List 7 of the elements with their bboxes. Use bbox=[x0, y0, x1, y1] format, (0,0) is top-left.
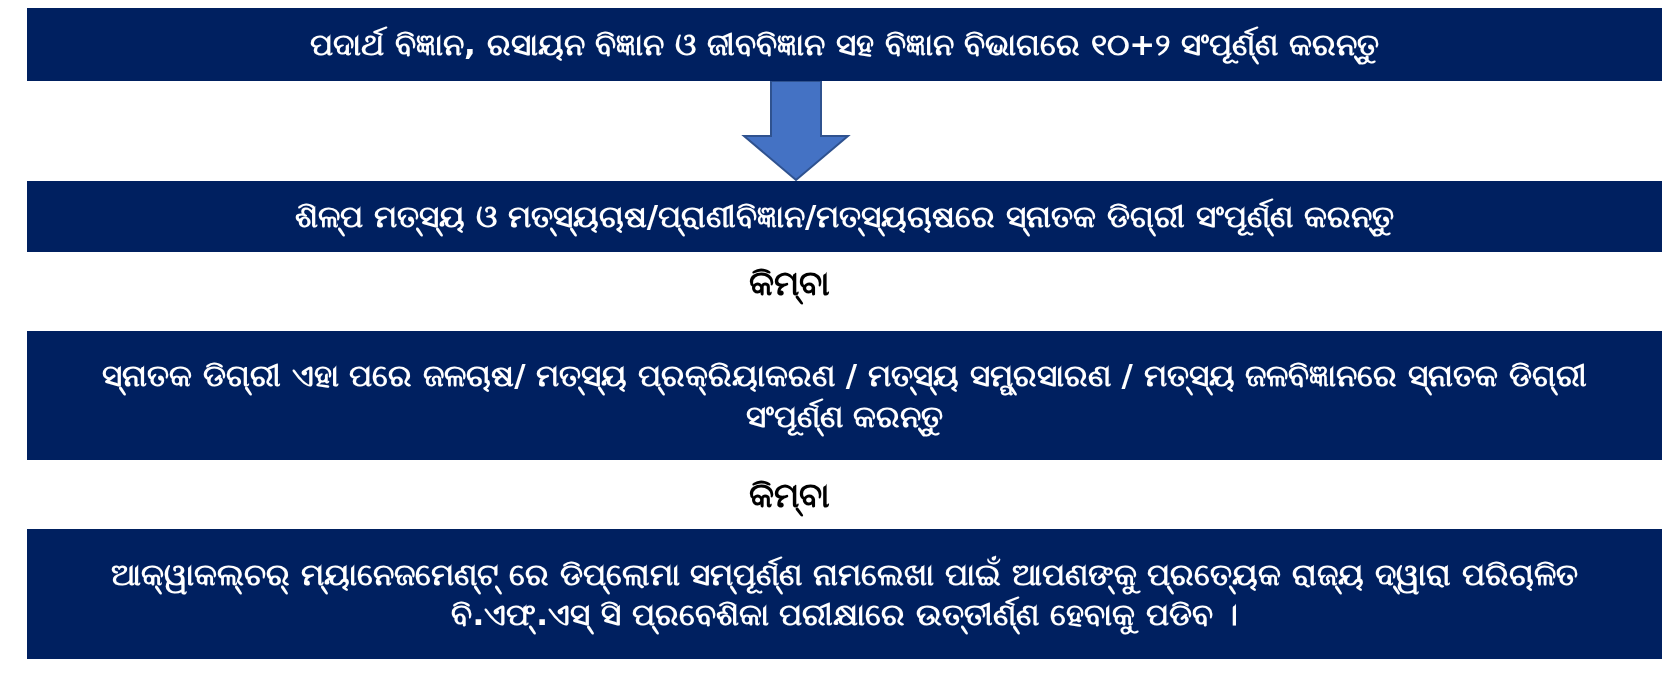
or-text: କିମ୍ବା bbox=[749, 475, 830, 516]
block-arrow bbox=[741, 80, 851, 182]
step-box: ଶିଳ୍ପ ମତ୍ସ୍ୟ ଓ ମତ୍ସ୍ୟଚାଷ/ପ୍ରାଣୀବିଜ୍ଞାନ/ମତ୍ସ୍ୟଚାଷରେ ସ୍ନାତକ ଡିଗ୍ରୀ ସଂପୂର୍ଣ୍ଣ କରନ୍ତୁ bbox=[27, 181, 1662, 252]
step-box: ପଦାର୍ଥ ବିଜ୍ଞାନ, ରସାୟନ ବିଜ୍ଞାନ ଓ ଜୀବବିଜ୍ଞାନ ସହ ବିଜ୍ଞାନ ବିଭାଗରେ ୧୦+୨ ସଂପୂର୍ଣ୍ଣ କରନ୍ତୁ bbox=[27, 8, 1662, 81]
step-box: ଆକ୍ୱାକଲ୍ଚର୍ ମ୍ୟାନେଜମେଣ୍ଟ୍ ରେ ଡିପ୍ଲୋମା ସମ୍ପୂର୍ଣ୍ଣ ନାମଲେଖା ପାଇଁ ଆପଣଙ୍କୁ ପ୍ରତ୍ୟେକ ରାଜ୍ୟ ଦ୍ୱାରା ପରିଚାଳିତ ବି.ଏଫ୍.ଏସ୍ ସି ପ୍ରବେଶିକା ପରୀକ୍ଷାରେ ଉତ୍ତୀର୍ଣ୍ଣ ହେବାକୁ ପଡିବ । bbox=[27, 529, 1662, 659]
or-text: କିମ୍ବା bbox=[749, 263, 830, 304]
step-box: ସ୍ନାତକ ଡିଗ୍ରୀ ଏହା ପରେ ଜଳଚାଷ/ ମତ୍ସ୍ୟ ପ୍ରକ୍ରିୟାକରଣ / ମତ୍ସ୍ୟ ସମ୍ପ୍ରସାରଣ / ମତ୍ସ୍ୟ ଜଳବିଜ୍ଞାନରେ ସ୍ନାତକ ଡିଗ୍ରୀ ସଂପୂର୍ଣ୍ଣ କରନ୍ତୁ bbox=[27, 331, 1662, 460]
